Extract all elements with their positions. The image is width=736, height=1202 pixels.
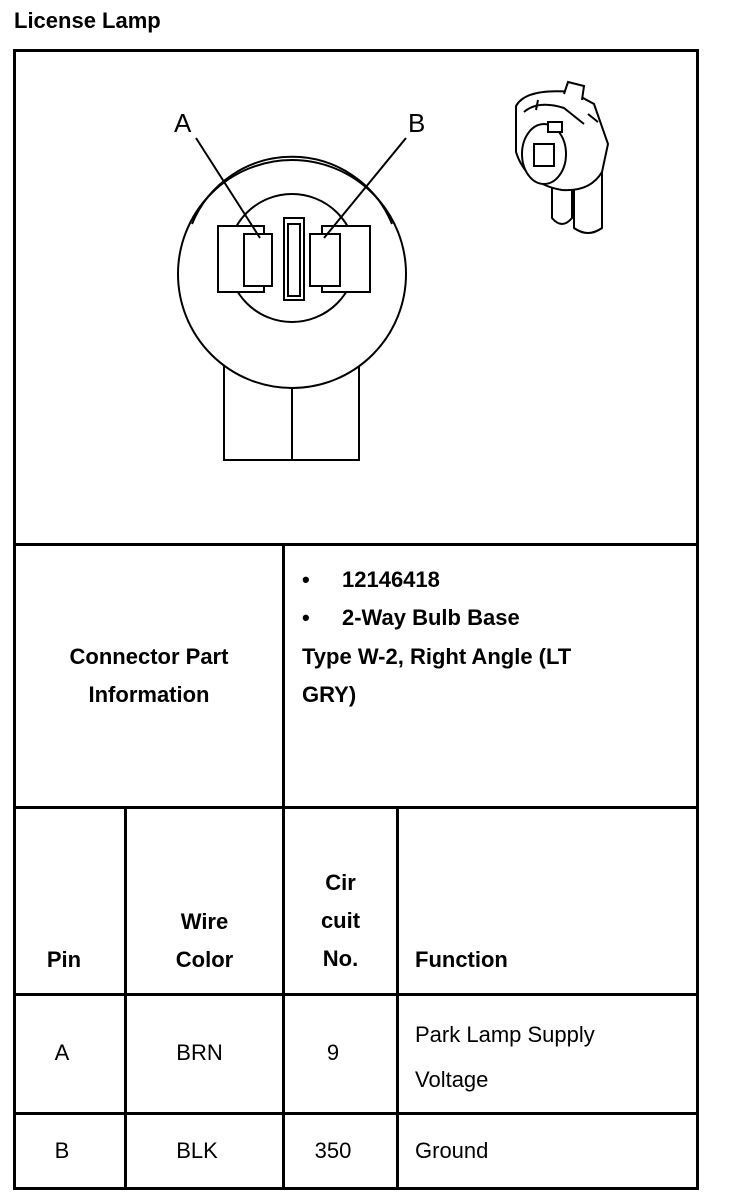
frame-divider-part-info	[13, 806, 699, 809]
row-a-wire: BRN	[176, 1040, 223, 1065]
divider-part-info	[282, 543, 285, 809]
header-wire-line1: Wire	[180, 909, 229, 934]
header-function: Function	[415, 947, 508, 972]
part-description-line4: GRY)	[302, 682, 357, 707]
frame-divider-diagram	[13, 543, 699, 546]
frame-top-line	[13, 49, 699, 52]
part-info-label: Connector Part Information	[16, 638, 282, 714]
part-description: 2-Way Bulb Base	[342, 605, 520, 630]
bulb-connector-angle-icon	[515, 80, 610, 234]
header-circuit-line1: Cir	[325, 870, 356, 895]
pin-a-label: A	[174, 108, 192, 138]
row-b-circuit: 350	[314, 1138, 352, 1163]
frame-left-line	[13, 49, 16, 1190]
page-title: License Lamp	[14, 8, 161, 33]
bullet-symbol: •	[302, 605, 310, 630]
part-info-label-line2: Information	[88, 682, 210, 707]
frame-divider-header	[13, 993, 699, 996]
row-a-pin: A	[54, 1040, 70, 1065]
bullet-symbol: •	[302, 567, 310, 592]
frame-bottom-line	[13, 1187, 699, 1190]
header-pin: Pin	[46, 947, 82, 972]
header-wire-color: Wire Color	[127, 903, 282, 979]
header-circuit-line2: cuit	[320, 908, 361, 933]
frame-right-line	[696, 49, 699, 1190]
row-a-function-line1: Park Lamp Supply	[415, 1022, 595, 1047]
part-description-line3: Type W-2, Right Angle (LT	[302, 644, 572, 669]
bulb-connector-face-icon	[177, 137, 407, 461]
row-a-function-line2: Voltage	[415, 1067, 489, 1092]
part-info-label-line1: Connector Part	[69, 644, 229, 669]
part-description-continued: Type W-2, Right Angle (LT GRY)	[302, 638, 694, 714]
frame-divider-row-a	[13, 1112, 699, 1115]
row-b-function: Ground	[415, 1138, 489, 1163]
header-circuit-line3: No.	[322, 946, 359, 971]
row-a-circuit: 9	[326, 1040, 340, 1065]
row-b-wire: BLK	[176, 1138, 218, 1163]
row-b-pin: B	[54, 1138, 70, 1163]
part-number: 12146418	[342, 567, 440, 592]
header-circuit-no: Cir cuit No.	[285, 864, 396, 978]
header-wire-line2: Color	[175, 947, 234, 972]
divider-col-wire	[124, 806, 127, 1190]
pin-b-label: B	[408, 108, 425, 138]
connector-diagram: A B	[16, 52, 698, 544]
divider-col-circuit	[282, 806, 285, 1190]
row-a-function: Park Lamp Supply Voltage	[415, 1012, 695, 1102]
divider-col-function	[396, 806, 399, 1190]
